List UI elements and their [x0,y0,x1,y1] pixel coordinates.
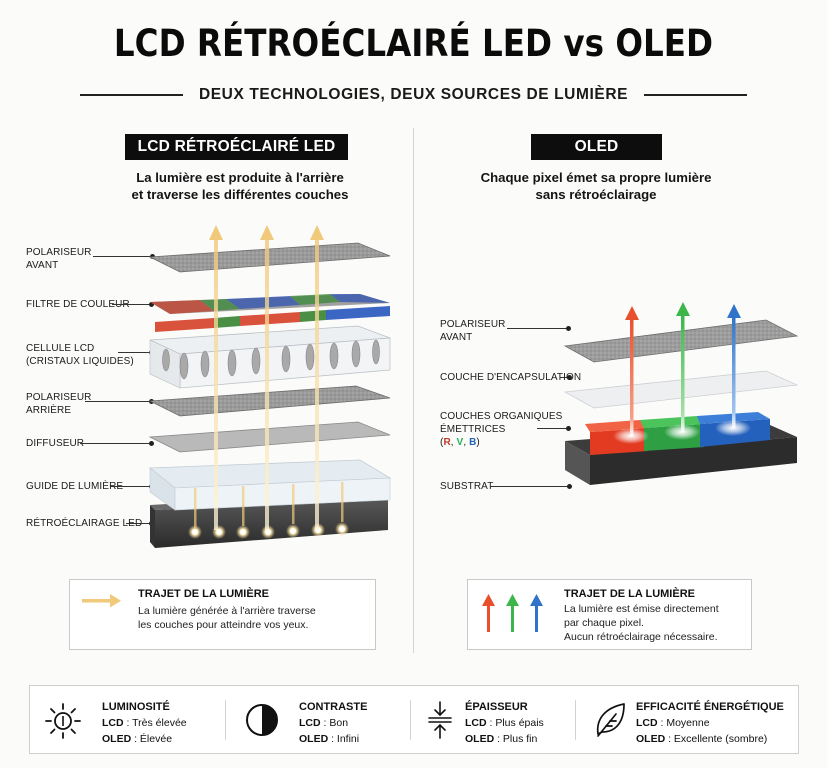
lcd-light-guide-layer [148,459,392,511]
lcd-badge: LCD RÉTROÉCLAIRÉ LED [125,134,348,160]
lcd-label-color-filter: FILTRE DE COULEUR [26,299,130,310]
lcd-light-beams [194,225,344,530]
feature-efficiency: EFFICACITÉ ÉNERGÉTIQUE LCD : Moyenne OLE… [580,686,798,753]
lcd-rear-polarizer-layer [148,385,391,417]
oled-pixels [585,412,770,455]
oled-label-organic-layers: COUCHES ORGANIQUES ÉMETTRICES (R, V, B) [440,411,563,448]
lcd-label-diffuser: DIFFUSEUR [26,438,85,449]
lcd-leader-5 [80,441,154,446]
lcd-diffuser-layer [148,421,391,453]
feature-separator [575,700,576,740]
main-title: LCD RÉTROÉCLAIRÉ LED vs OLED [113,22,714,65]
oled-badge: OLED [531,134,662,160]
feature-thickness: ÉPAISSEUR LCD : Plus épais OLED : Plus f… [415,686,585,753]
lcd-front-polarizer-layer [148,242,391,273]
lcd-legend-title: TRAJET DE LA LUMIÈRE [138,588,269,600]
leaf-icon [596,703,625,737]
lcd-label-light-guide: GUIDE DE LUMIÈRE [26,481,124,492]
feature-title: LUMINOSITÉ [102,701,170,713]
lcd-caption-line1: La lumière est produite à l'arrière [136,170,344,185]
oled-layer-stack [563,302,799,485]
feature-brightness: LUMINOSITÉ LCD : Très élevée OLED : Élev… [30,686,220,753]
oled-leader-4 [490,484,572,489]
oled-leader-2 [560,375,572,380]
feature-title: CONTRASTE [299,701,368,713]
feature-separator [225,700,226,740]
contrast-icon [246,704,278,736]
lcd-layer-stack [148,225,392,548]
lcd-color-filter-layer [150,294,390,332]
feature-comparison-bar: LUMINOSITÉ LCD : Très élevée OLED : Élev… [29,685,799,754]
oled-legend: TRAJET DE LA LUMIÈRE La lumière est émis… [467,579,752,650]
feature-title: EFFICACITÉ ÉNERGÉTIQUE [636,701,784,713]
rgb-arrows-icon [482,594,543,632]
thickness-icon [428,701,452,739]
oled-label-encapsulation: COUCHE D'ENCAPSULATION [440,372,582,383]
oled-legend-title: TRAJET DE LA LUMIÈRE [564,588,695,600]
light-path-arrow-icon [82,594,121,608]
lcd-legend-body: La lumière générée à l'arrière traverse … [138,605,316,631]
lcd-label-lcd-cell: CELLULE LCD(CRISTAUX LIQUIDES) [26,343,134,367]
lcd-caption: La lumière est produite à l'arrière et t… [80,169,400,203]
sun-icon [45,703,81,739]
subtitle-rule-right [644,94,748,96]
subtitle: DEUX TECHNOLOGIES, DEUX SOURCES DE LUMIÈ… [198,86,629,103]
oled-caption-line2: sans rétroéclairage [535,187,657,202]
oled-emission-beams [625,302,741,436]
subtitle-row: DEUX TECHNOLOGIES, DEUX SOURCES DE LUMIÈ… [80,82,748,108]
feature-separator [410,700,411,740]
lcd-leader-2 [112,302,154,307]
lcd-label-backlight: RÉTROÉCLAIRAGE LED [26,518,143,529]
oled-legend-body: La lumière est émise directement par cha… [564,603,719,643]
rgb-legend: (R, V, B) [440,437,480,448]
oled-label-substrate: SUBSTRAT [440,481,494,492]
column-divider [413,128,414,653]
feature-contrast: CONTRASTE LCD : Bon OLED : Infini [230,686,420,753]
oled-leader-3 [537,426,571,431]
oled-caption: Chaque pixel émet sa propre lumière sans… [436,169,756,203]
lcd-cell-layer [149,325,391,389]
lcd-caption-line2: et traverse les différentes couches [131,187,349,202]
oled-caption-line1: Chaque pixel émet sa propre lumière [480,170,712,185]
feature-title: ÉPAISSEUR [465,701,528,713]
oled-leader-1 [507,326,571,331]
lcd-legend: TRAJET DE LA LUMIÈRE La lumière générée … [69,579,376,650]
subtitle-rule-left [80,94,183,96]
